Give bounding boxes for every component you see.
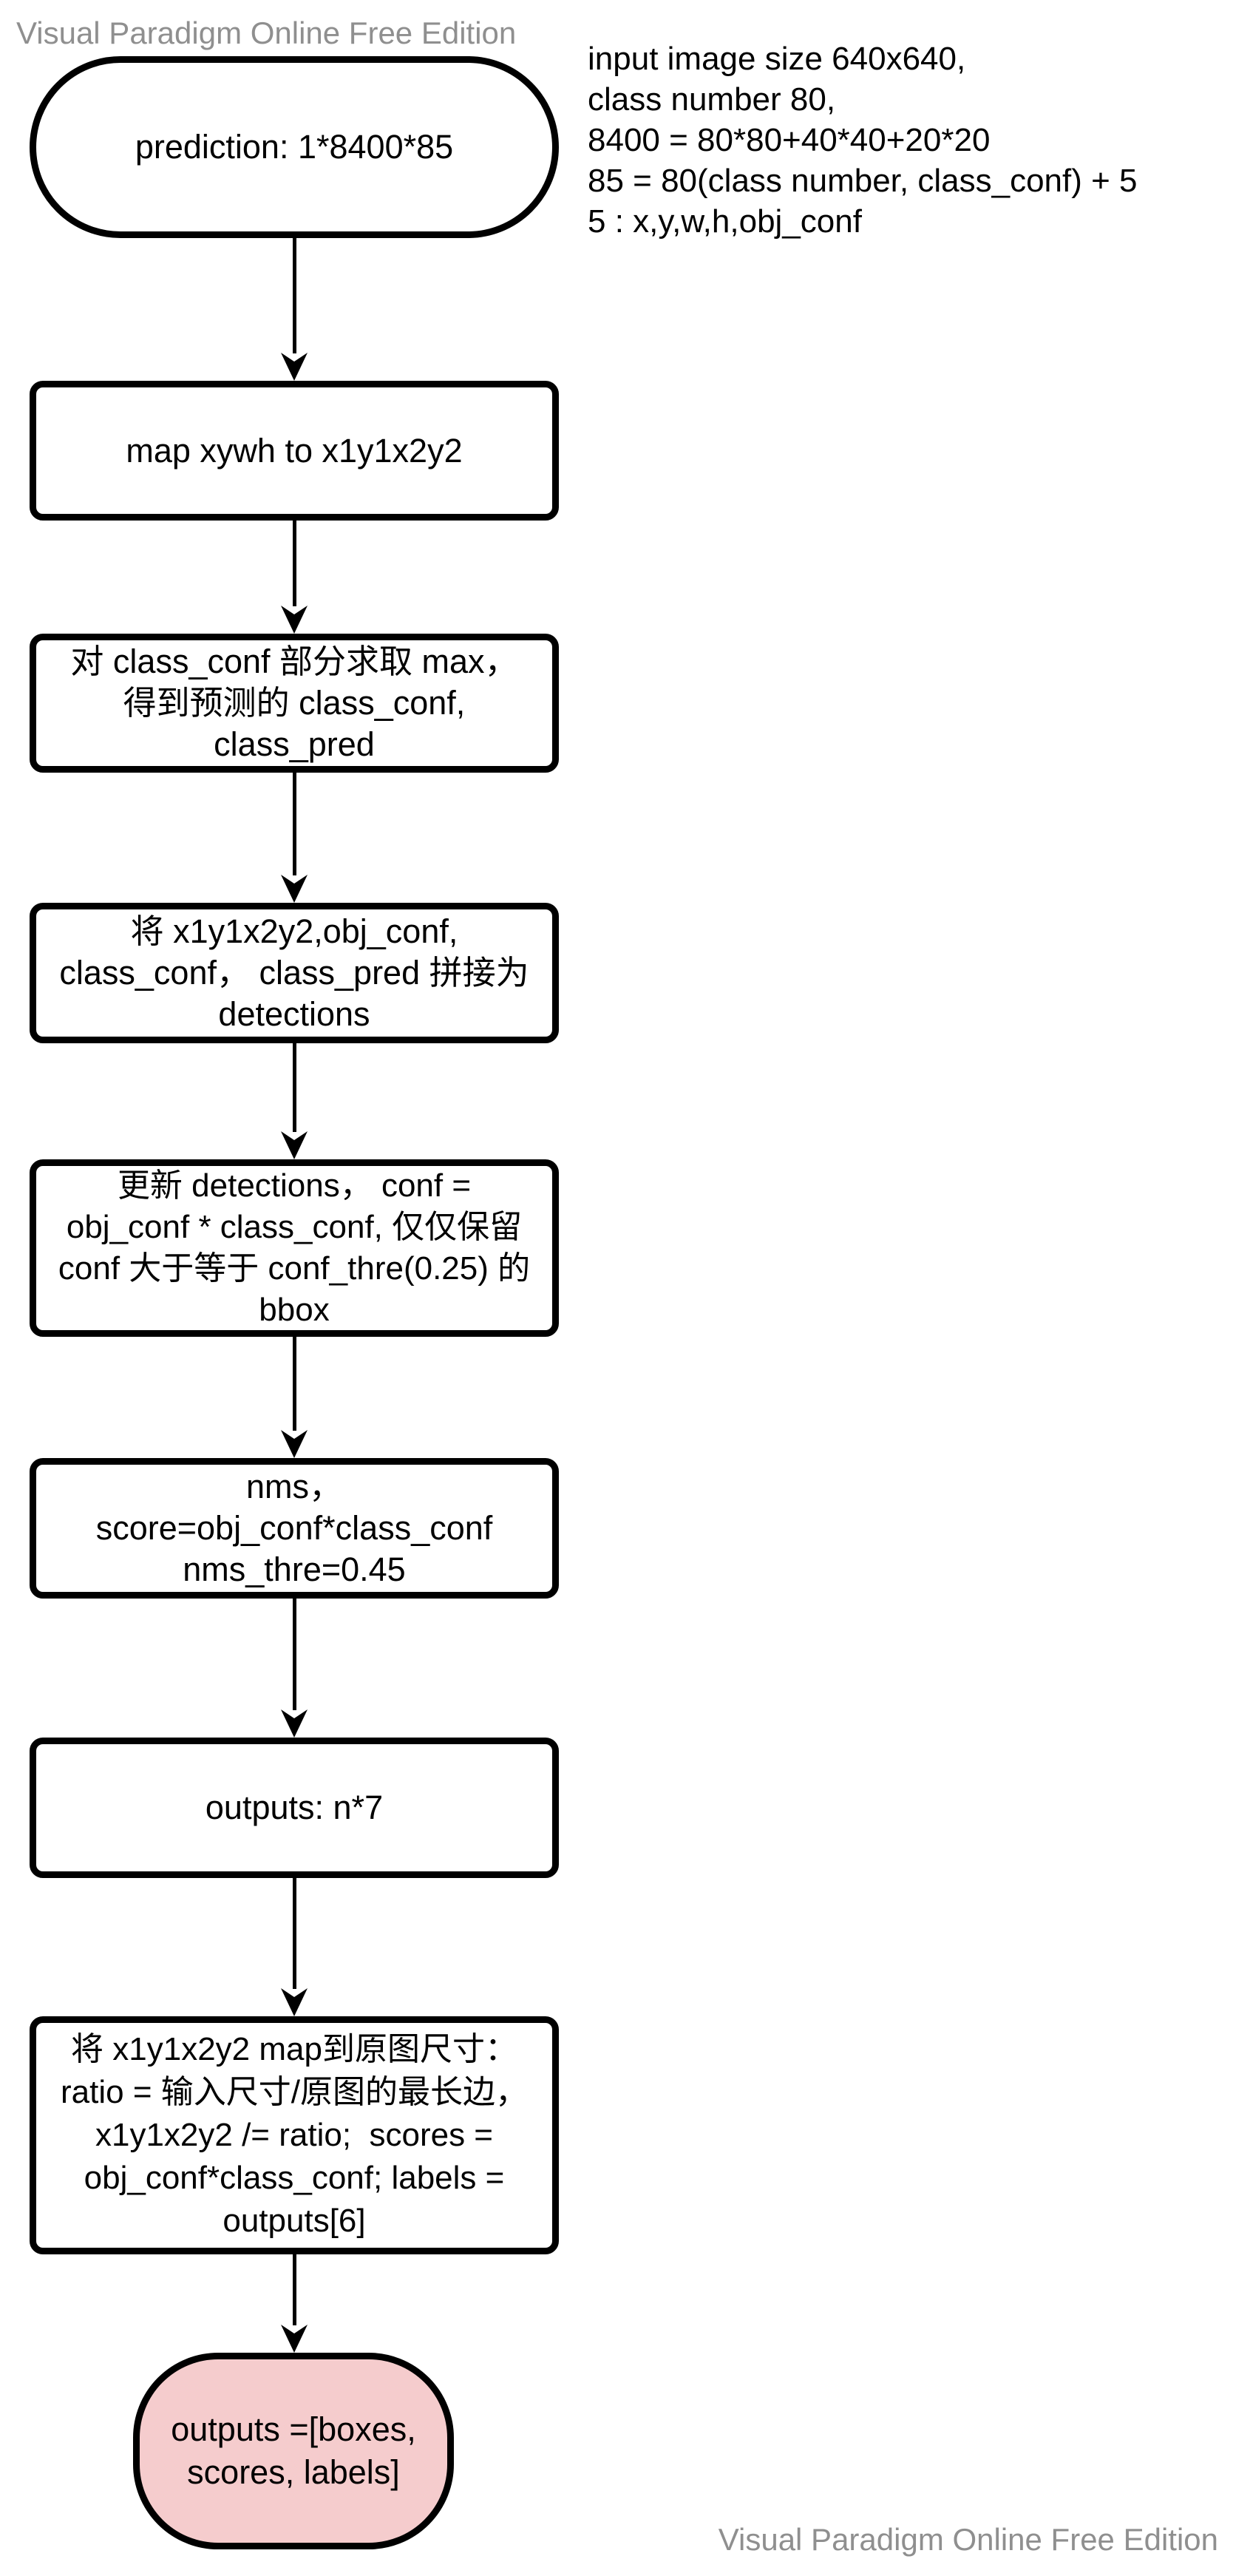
arrowhead-down-icon [281,353,308,381]
process-node-label: 对 class_conf 部分求取 max， 得到预测的 class_conf,… [70,643,518,763]
process-node-map-to-original: 将 x1y1x2y2 map到原图尺寸： ratio = 输入尺寸/原图的最长边… [30,2016,559,2254]
arrowhead-down-icon [281,1988,308,2016]
arrow-shaft [292,1599,296,1710]
arrow-shaft [292,520,296,606]
start-node: prediction: 1*8400*85 [30,56,559,238]
process-node-label: 将 x1y1x2y2 map到原图尺寸： ratio = 输入尺寸/原图的最长边… [61,2031,528,2239]
connector-arrow-7 [281,1878,308,2016]
arrow-shaft [292,771,296,875]
process-node-outputs-n7: outputs: n*7 [30,1738,559,1878]
arrow-shaft [292,1337,296,1431]
connector-arrow-6 [281,1599,308,1738]
arrow-shaft [292,238,296,353]
watermark-bottom-right: Visual Paradigm Online Free Edition [718,2522,1218,2557]
process-node-label: nms， score=obj_conf*class_conf nms_thre=… [95,1468,493,1588]
process-node-label: 将 x1y1x2y2,obj_conf, class_conf， class_p… [59,912,529,1033]
process-node-class-conf-max: 对 class_conf 部分求取 max， 得到预测的 class_conf,… [30,634,559,773]
process-node-label: 更新 detections， conf = obj_conf * class_c… [58,1167,531,1328]
connector-arrow-4 [281,1043,308,1159]
process-node-nms: nms， score=obj_conf*class_conf nms_thre=… [30,1458,559,1599]
annotation-note: input image size 640x640, class number 8… [588,41,1138,240]
connector-arrow-1 [281,238,308,381]
process-node-label: map xywh to x1y1x2y2 [126,431,463,470]
end-node-label: outputs =[boxes, scores, labels] [171,2410,416,2491]
arrow-shaft [292,1043,296,1132]
process-node-map-xywh: map xywh to x1y1x2y2 [30,381,559,521]
arrowhead-down-icon [281,1131,308,1159]
process-node-conf-filter: 更新 detections， conf = obj_conf * class_c… [30,1159,559,1337]
connector-arrow-2 [281,520,308,634]
arrow-shaft [292,2254,296,2325]
start-node-label: prediction: 1*8400*85 [135,128,454,166]
arrowhead-down-icon [281,875,308,903]
arrowhead-down-icon [281,1430,308,1458]
arrow-shaft [292,1878,296,1989]
process-node-label: outputs: n*7 [205,1789,384,1826]
process-node-concat-detections: 将 x1y1x2y2,obj_conf, class_conf， class_p… [30,903,559,1043]
watermark-top-left: Visual Paradigm Online Free Edition [16,16,517,50]
connector-arrow-8 [281,2254,308,2353]
arrowhead-down-icon [281,2325,308,2353]
arrowhead-down-icon [281,1709,308,1738]
end-node: outputs =[boxes, scores, labels] [133,2353,454,2549]
arrowhead-down-icon [281,606,308,634]
connector-arrow-3 [281,771,308,903]
connector-arrow-5 [281,1337,308,1458]
